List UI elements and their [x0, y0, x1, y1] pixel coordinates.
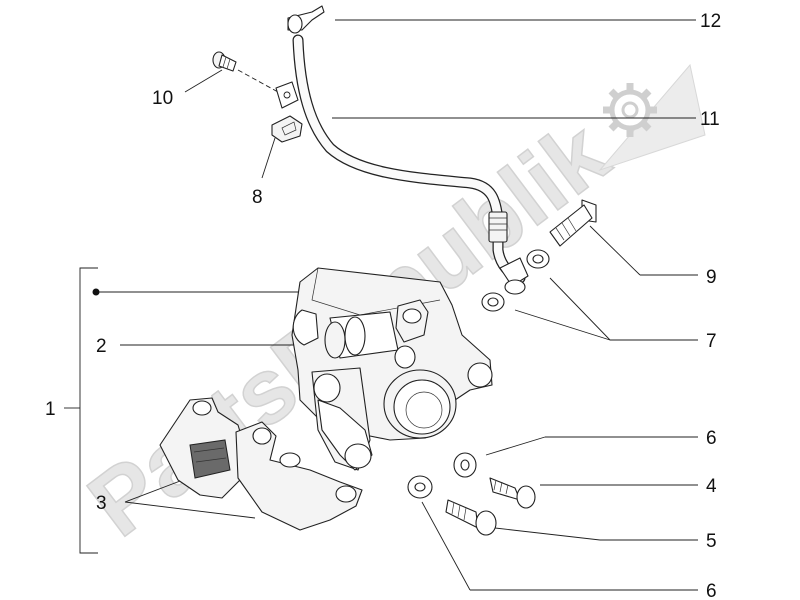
clamp [271, 81, 303, 143]
brake-hose [292, 34, 529, 295]
callout-3: 3 [96, 493, 107, 514]
assembly-bracket [64, 267, 98, 554]
brake-pads [159, 397, 363, 531]
callout-labels: 12 11 10 8 9 7 2 1 6 4 3 5 6 [45, 11, 721, 600]
callout-2: 2 [96, 336, 107, 357]
washer-lower [407, 475, 433, 499]
washers-pair [481, 249, 550, 312]
leader-lines [96, 19, 698, 591]
union-bolt [549, 199, 597, 247]
gear-icon [598, 63, 706, 172]
assembly-marker-dot [92, 288, 100, 296]
callout-4: 4 [706, 476, 717, 497]
callout-12: 11 [700, 109, 720, 130]
callout-5: 5 [706, 531, 717, 552]
hose-clip [287, 5, 325, 34]
callout-7: 7 [706, 331, 717, 352]
callout-8: 8 [252, 187, 263, 208]
callout-6-lower: 6 [706, 581, 717, 600]
callout-6-upper: 6 [706, 428, 717, 449]
callout-9: 9 [706, 267, 717, 288]
callout-1: 1 [45, 399, 56, 420]
callout-11: 12 [700, 11, 721, 32]
screw-large [445, 499, 497, 536]
callout-10: 10 [152, 88, 173, 109]
bracket-screw [212, 51, 279, 93]
caliper-body [291, 267, 493, 471]
washer-upper [453, 452, 477, 478]
screw-small [489, 477, 536, 509]
